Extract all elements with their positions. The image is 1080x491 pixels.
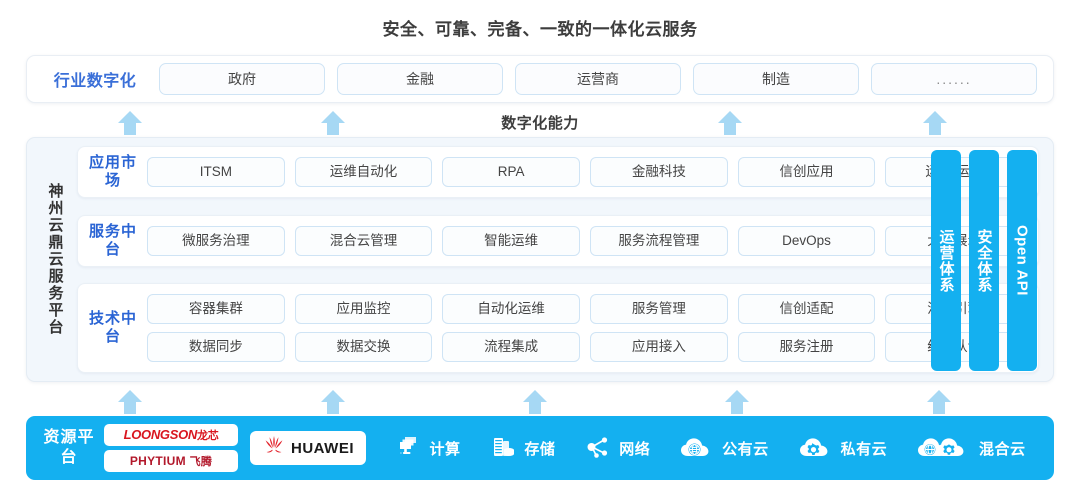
loongson-logo-text: LOONGSON [123, 427, 198, 442]
capability-devops[interactable]: DevOps [737, 225, 876, 256]
loongson-logo-cn: 龙芯 [197, 430, 219, 442]
platform-side-bars: 运营体系 安全体系 Open API [931, 150, 1037, 371]
huawei-logo[interactable]: HUAWEI [250, 431, 366, 465]
side-bar-open-api[interactable]: Open API [1007, 150, 1037, 371]
side-bar-security-system[interactable]: 安全体系 [969, 150, 999, 371]
chip-vendor-logos: LOONGSON龙芯 PHYTIUM 飞腾 [104, 424, 238, 472]
industry-row-label: 行业数字化 [53, 73, 137, 90]
industry-digitalization-row: 行业数字化 政府 金融 运营商 制造 ...... [26, 55, 1054, 103]
hybrid-cloud-icon [916, 435, 972, 461]
resource-item-label: 网络 [619, 440, 651, 458]
tier-row: 容器集群 应用监控 自动化运维 服务管理 信创适配 流程引擎 [142, 294, 1028, 324]
resource-item-public-cloud[interactable]: 公有云 [679, 435, 769, 461]
resource-item-network[interactable]: 网络 [584, 434, 650, 462]
capability-itsm[interactable]: ITSM [147, 157, 285, 187]
huawei-logo-text: HUAWEI [291, 439, 354, 457]
up-arrow-icon [926, 389, 952, 415]
capability-data-sync[interactable]: 数据同步 [147, 332, 285, 362]
capability-hybrid-cloud-management[interactable]: 混合云管理 [294, 225, 433, 256]
tier-label-service-middle-platform: 服务中台 [88, 222, 137, 258]
tier-service-middle-platform: 服务中台 微服务治理 混合云管理 智能运维 服务流程管理 DevOps 大屏展示 [77, 214, 1039, 267]
industry-item-government[interactable]: 政府 [159, 63, 325, 95]
cloud-service-platform: 神州云鼎云服务平台 应用市场 ITSM 运维自动化 RPA 金融科技 信创应用 … [26, 137, 1054, 382]
tier-row: 数据同步 数据交换 流程集成 应用接入 服务注册 统一认证 [142, 332, 1028, 362]
loongson-logo[interactable]: LOONGSON龙芯 [104, 424, 238, 446]
phytium-logo-cn: 飞腾 [189, 456, 213, 468]
industry-item-finance[interactable]: 金融 [337, 63, 503, 95]
tier-row: 微服务治理 混合云管理 智能运维 服务流程管理 DevOps 大屏展示 [142, 225, 1028, 256]
network-icon [584, 434, 612, 462]
capability-application-access[interactable]: 应用接入 [590, 332, 728, 362]
resource-item-label: 混合云 [978, 440, 1026, 458]
up-arrow-icon [717, 110, 743, 136]
capability-rpa[interactable]: RPA [442, 157, 581, 187]
capability-caption: 数字化能力 [501, 115, 579, 132]
resource-item-label: 私有云 [840, 440, 888, 458]
resource-item-private-cloud[interactable]: 私有云 [798, 435, 888, 461]
up-arrow-icon [117, 389, 143, 415]
tier-row: ITSM 运维自动化 RPA 金融科技 信创应用 运维/运营 [142, 157, 1028, 187]
capability-service-management[interactable]: 服务管理 [590, 294, 728, 324]
resource-item-label: 存储 [524, 440, 556, 458]
tier-label-application-market: 应用市场 [88, 154, 137, 189]
capability-application-monitoring[interactable]: 应用监控 [294, 294, 433, 324]
capability-service-process-management[interactable]: 服务流程管理 [590, 225, 728, 256]
industry-item-more[interactable]: ...... [871, 63, 1037, 95]
industry-item-manufacturing[interactable]: 制造 [693, 63, 859, 95]
tier-application-market: 应用市场 ITSM 运维自动化 RPA 金融科技 信创应用 运维/运营 [77, 146, 1039, 198]
resource-platform-label: 资源平台 [43, 429, 95, 466]
up-arrow-icon [320, 389, 346, 415]
platform-tiers: 应用市场 ITSM 运维自动化 RPA 金融科技 信创应用 运维/运营 服务中台… [77, 146, 1043, 373]
capability-fintech[interactable]: 金融科技 [590, 157, 728, 187]
industry-item-telecom[interactable]: 运营商 [515, 63, 681, 95]
up-arrow-icon [922, 110, 948, 136]
capability-xinchuang-adaptation[interactable]: 信创适配 [737, 294, 876, 324]
up-arrow-icon [117, 110, 143, 136]
platform-vertical-label: 神州云鼎云服务平台 [46, 183, 64, 336]
capability-aiops[interactable]: 智能运维 [442, 225, 581, 256]
capability-service-registry[interactable]: 服务注册 [737, 332, 876, 362]
tier-technical-middle-platform: 技术中台 容器集群 应用监控 自动化运维 服务管理 信创适配 流程引擎 数据同步… [77, 283, 1039, 373]
storage-icon [489, 434, 517, 462]
compute-icon [394, 434, 422, 462]
resource-items: 计算 [366, 434, 1040, 462]
capability-xinchuang-app[interactable]: 信创应用 [737, 157, 876, 187]
up-arrow-icon [320, 110, 346, 136]
side-bar-operations-system[interactable]: 运营体系 [931, 150, 961, 371]
public-cloud-icon [679, 435, 715, 461]
phytium-logo[interactable]: PHYTIUM 飞腾 [104, 450, 238, 472]
up-arrow-icon [522, 389, 548, 415]
private-cloud-icon [798, 435, 834, 461]
capability-microservice-governance[interactable]: 微服务治理 [147, 225, 285, 256]
tier-grid-service-middle-platform: 微服务治理 混合云管理 智能运维 服务流程管理 DevOps 大屏展示 [142, 225, 1028, 256]
resource-item-storage[interactable]: 存储 [489, 434, 555, 462]
resource-item-compute[interactable]: 计算 [394, 434, 460, 462]
up-arrow-icon [724, 389, 750, 415]
tier-label-technical-middle-platform: 技术中台 [88, 310, 137, 345]
resource-item-hybrid-cloud[interactable]: 混合云 [916, 435, 1026, 461]
phytium-logo-text: PHYTIUM [129, 454, 186, 468]
capability-process-integration[interactable]: 流程集成 [442, 332, 581, 362]
resource-platform-bar: 资源平台 LOONGSON龙芯 PHYTIUM 飞腾 HUAWEI [26, 416, 1054, 480]
huawei-flower-icon [262, 435, 286, 462]
resource-item-label: 公有云 [722, 440, 769, 458]
capability-container-cluster[interactable]: 容器集群 [147, 294, 285, 324]
tier-grid-technical-middle-platform: 容器集群 应用监控 自动化运维 服务管理 信创适配 流程引擎 数据同步 数据交换… [142, 294, 1028, 362]
capability-data-exchange[interactable]: 数据交换 [294, 332, 433, 362]
capability-ops-automation[interactable]: 运维自动化 [294, 157, 433, 187]
tier-grid-application-market: ITSM 运维自动化 RPA 金融科技 信创应用 运维/运营 [142, 157, 1028, 187]
resource-item-label: 计算 [429, 440, 461, 458]
capability-automated-ops[interactable]: 自动化运维 [442, 294, 581, 324]
page-title: 安全、可靠、完备、一致的一体化云服务 [382, 20, 698, 39]
